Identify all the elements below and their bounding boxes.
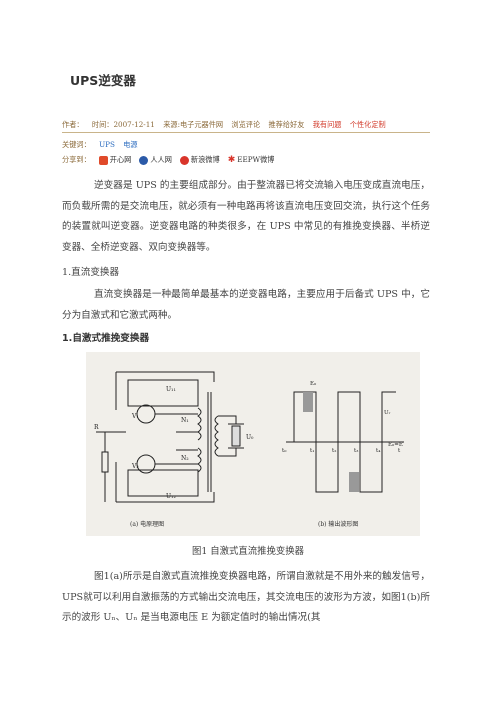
tick-t: t (398, 448, 401, 454)
share-kaixin[interactable]: 开心网 (98, 155, 132, 165)
label-n2: N₂ (181, 455, 189, 462)
author-label: 作者： (62, 120, 84, 129)
paragraph: 直流变换器是一种最简单最基本的逆变器电路，主要应用于后备式 UPS 中，它分为自… (62, 289, 430, 321)
tick-t4: t₄ (376, 448, 381, 454)
circuit-diagram (96, 371, 244, 503)
article-meta: 作者： 时间：2007-12-11 来源:电子元器件网 浏览评论 推荐给好友 我… (62, 120, 430, 133)
weibo-icon (179, 155, 189, 165)
share-renren[interactable]: 人人网 (139, 155, 172, 165)
label-ur: Uᵣ (384, 410, 391, 416)
label-uo: U₀ (246, 434, 254, 441)
keywords: 关键词： UPS 电源 (62, 140, 138, 150)
paragraph: 图1(a)所示是自激式直流推挽变换器电路，所谓自激就是不用外来的触发信号，UPS… (62, 571, 430, 623)
share-item-label: 新浪微博 (190, 155, 220, 164)
tick-t0: t₀ (282, 448, 287, 454)
publish-time: 时间：2007-12-11 (91, 120, 155, 129)
share-eepw-weibo[interactable]: ✱ EEPW微博 (228, 155, 275, 165)
tick-t3: t₃ (354, 448, 358, 454)
waveform-shaded-block (349, 472, 359, 492)
figure-push-pull-converter: U₁₁ U₁₂ R V₁ V₂ N₁ N₂ U₀ E₀ Uᵣ E₀=E t₀ t… (86, 352, 420, 536)
recommend-link[interactable]: 推荐给好友 (268, 120, 305, 129)
label-v1: V₁ (131, 413, 139, 420)
label-ub2: U₁₂ (166, 493, 176, 500)
share-sina-weibo[interactable]: 新浪微博 (179, 155, 220, 165)
label-ub1: U₁₁ (166, 386, 176, 393)
keyword-link[interactable]: UPS (99, 140, 115, 149)
waveform-shaded-block (303, 392, 313, 412)
figure-caption-b: (b) 输出波形图 (318, 520, 358, 528)
section-heading: 1.自激式推挽变换器 (62, 333, 150, 344)
tick-t2: t₂ (332, 448, 336, 454)
customize-link[interactable]: 个性化定制 (349, 120, 386, 129)
label-e: E₀=E (388, 442, 403, 448)
page-title: UPS逆变器 (70, 73, 136, 88)
browse-comments-link[interactable]: 浏览评论 (231, 120, 261, 129)
paragraph: 逆变器是 UPS 的主要组成部分。由于整流器已将交流输入电压变成直流电压，而负载… (62, 180, 430, 253)
section-heading: 1.直流变换器 (62, 267, 120, 278)
share-item-label: 人人网 (150, 155, 172, 164)
tick-t1: t₁ (310, 448, 314, 454)
share-item-label: 开心网 (109, 155, 132, 164)
renren-icon (139, 155, 149, 165)
share-item-label: EEPW微博 (237, 155, 275, 164)
label-v2: V₂ (131, 463, 139, 470)
label-ua: E₀ (310, 381, 317, 387)
source: 来源:电子元器件网 (163, 120, 224, 129)
question-link[interactable]: 我有问题 (312, 120, 342, 129)
share-label: 分享到： (62, 155, 91, 164)
keywords-label: 关键词： (62, 140, 91, 149)
keyword-link[interactable]: 电源 (123, 140, 138, 149)
kaixin-icon (98, 155, 108, 165)
figure-caption: 图1 自激式直流推挽变换器 (191, 546, 305, 557)
label-r: R (94, 424, 99, 431)
figure-caption-a: (a) 电原理图 (130, 520, 164, 528)
share-bar: 分享到： 开心网 人人网 新浪微博 ✱ EEPW微博 (62, 155, 274, 165)
label-n1: N₁ (181, 417, 189, 424)
eepw-icon: ✱ (227, 155, 236, 165)
